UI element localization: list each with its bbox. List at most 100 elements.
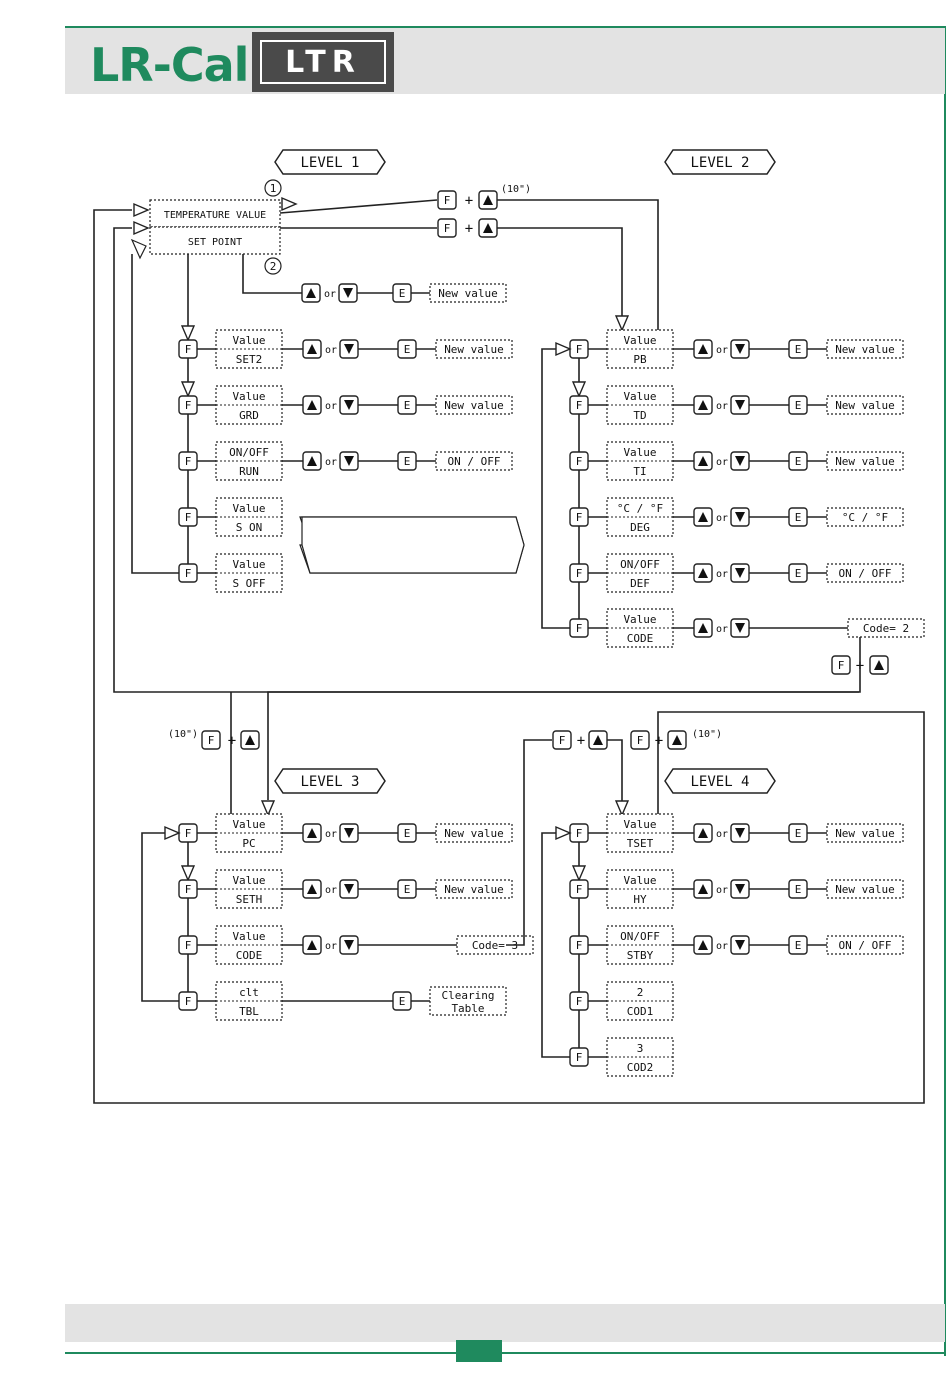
down-arrow-icon [735, 568, 745, 578]
level2-row-0-or: or [716, 345, 728, 356]
level3-row-0-box-bottom: PC [242, 837, 255, 850]
level2-row-2-box-top: Value [623, 446, 656, 459]
level2-row-4-e-key: E [788, 563, 808, 583]
level1-row-0-result [435, 339, 513, 359]
arrow-level1-entry [180, 325, 196, 342]
down-arrow-icon [343, 288, 353, 298]
level3-row-3-e-key-label: E [399, 995, 406, 1008]
level3-row-2-up-key [302, 935, 322, 955]
down-arrow-icon [735, 828, 745, 838]
level3-row-3-e-key: E [392, 991, 412, 1011]
flow-line [93, 209, 925, 1104]
level3-row-0-up-key [302, 823, 322, 843]
level3-row-0-or: or [325, 829, 337, 840]
down-arrow-icon [344, 400, 354, 410]
footer-rule [65, 1352, 945, 1354]
level1-row-3-box-bottom: S ON [236, 521, 263, 534]
setpoint-display [149, 226, 281, 255]
son-soff-note [301, 516, 525, 574]
level2-row-0-e-key: E [788, 339, 808, 359]
arrow-temp [281, 196, 298, 212]
level1-row-1-result-text: New value [444, 399, 504, 412]
level3-row-2-or: or [325, 941, 337, 952]
level1-row-1-box-top: Value [232, 390, 265, 403]
new-value-box [429, 283, 507, 303]
level2-row-1-box-bottom: TD [633, 409, 646, 422]
level3-row-3-box-top: clt [239, 986, 259, 999]
up-arrow-icon [698, 828, 708, 838]
level4-row-2-result-text: ON / OFF [839, 939, 892, 952]
level1-row-2-result-text: ON / OFF [448, 455, 501, 468]
level2-row-0-e-key-label: E [795, 343, 802, 356]
level2-row-5-result [847, 618, 925, 638]
up-key [478, 190, 498, 210]
level2-row-0-down-key [730, 339, 750, 359]
down-arrow-icon [735, 456, 745, 466]
level4-row-2-up-key [693, 935, 713, 955]
down-key [338, 283, 358, 303]
level-tag-label: LEVEL 1 [300, 155, 359, 171]
f-key-to-l2-frame [437, 218, 457, 238]
level4-row-4-box-bottom: COD2 [627, 1061, 654, 1074]
flow-line [497, 199, 659, 340]
level2-row-2-f-key: F [569, 451, 589, 471]
level4-row-2-box-top: ON/OFF [620, 930, 660, 943]
down-arrow-icon [735, 940, 745, 950]
level2-row-5-or: or [716, 624, 728, 635]
flow-line [506, 739, 552, 946]
level4-row-1-box-bottom: HY [633, 893, 647, 906]
up-arrow-icon [698, 884, 708, 894]
level2-row-0-f-key-label: F [576, 343, 583, 356]
plus-text: + [856, 658, 864, 674]
level2-row-2-down-key [730, 451, 750, 471]
down-arrow-icon [735, 623, 745, 633]
up-arrow-icon [698, 512, 708, 522]
level1-row-1-e-key-label: E [404, 399, 411, 412]
level1-row-2-f-key: F [178, 451, 198, 471]
hold-f-key-l4-frame [630, 730, 650, 750]
level2-row-3-up-key [693, 507, 713, 527]
level3-row-1-f-key: F [178, 879, 198, 899]
level4-row-2-or: or [716, 941, 728, 952]
hold-f-key-l3-label: F [208, 734, 215, 747]
clearing-table-box [429, 986, 507, 1016]
up-key [478, 218, 498, 238]
down-arrow-icon [344, 940, 354, 950]
arrow-level1-step [180, 381, 196, 398]
level4-row-2-e-key: E [788, 935, 808, 955]
arrow-setpoint-loop [133, 220, 150, 236]
plus-text: + [465, 193, 473, 209]
level3-row-0-result-text: New value [444, 827, 504, 840]
down-arrow-icon [735, 344, 745, 354]
level1-row-0-down-key [339, 339, 359, 359]
level1-row-0-f-key-label: F [185, 343, 192, 356]
level2-row-2-result [826, 451, 904, 471]
ltr-logo-text: LTR [285, 45, 361, 80]
temperature-display [149, 199, 281, 228]
level1-row-3-box-top: Value [232, 502, 265, 515]
level2-row-0-result-text: New value [835, 343, 895, 356]
level1-row-0-up-key [302, 339, 322, 359]
level2-row-4-down-key [730, 563, 750, 583]
flow-line [541, 348, 570, 629]
level2-row-1-e-key: E [788, 395, 808, 415]
arrow-level3-loop [164, 825, 181, 841]
up-arrow-icon [307, 456, 317, 466]
e-key: E [392, 283, 412, 303]
level1-row-1-up-key [302, 395, 322, 415]
level4-row-0-result-text: New value [835, 827, 895, 840]
down-arrow-icon [735, 512, 745, 522]
level4-row-1-f-key-label: F [576, 883, 583, 896]
level-tag-label: LEVEL 2 [690, 155, 749, 171]
level4-row-2-f-key-label: F [576, 939, 583, 952]
level2-row-3-f-key-label: F [576, 511, 583, 524]
level2-row-3-or: or [716, 513, 728, 524]
up-arrow-icon [698, 568, 708, 578]
level1-row-1-box-bottom: GRD [239, 409, 259, 422]
level3-row-1-box-top: Value [232, 874, 265, 887]
level3-row-1-up-key [302, 879, 322, 899]
level1-row-2-e-key-label: E [404, 455, 411, 468]
level4-row-1-box-top: Value [623, 874, 656, 887]
level2-row-0-result [826, 339, 904, 359]
